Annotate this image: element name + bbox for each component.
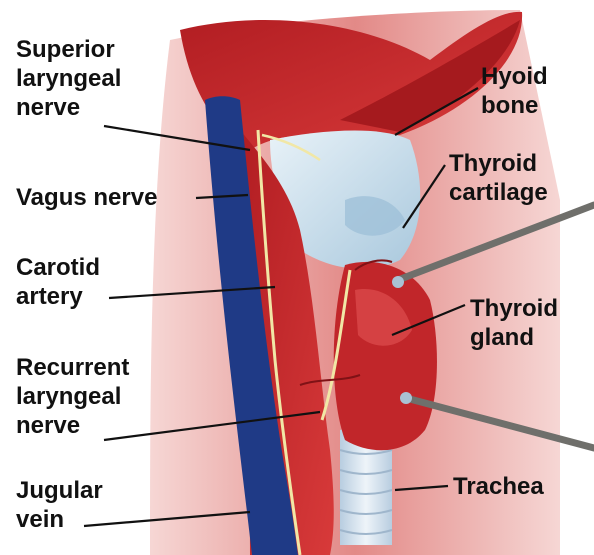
label-line: nerve bbox=[16, 93, 121, 122]
label-thyroid-cartilage: Thyroid cartilage bbox=[449, 149, 548, 207]
label-line: Vagus nerve bbox=[16, 183, 157, 212]
retractor-lower-tip bbox=[400, 392, 412, 404]
label-line: artery bbox=[16, 282, 100, 311]
label-line: cartilage bbox=[449, 178, 548, 207]
label-line: vein bbox=[16, 505, 103, 534]
label-trachea: Trachea bbox=[453, 472, 544, 501]
label-line: Jugular bbox=[16, 476, 103, 505]
label-carotid-artery: Carotid artery bbox=[16, 253, 100, 311]
label-line: nerve bbox=[16, 411, 129, 440]
label-line: Recurrent bbox=[16, 353, 129, 382]
label-line: Trachea bbox=[453, 472, 544, 501]
label-thyroid-gland: Thyroid gland bbox=[470, 294, 558, 352]
label-line: bone bbox=[481, 91, 548, 120]
label-line: Carotid bbox=[16, 253, 100, 282]
label-vagus-nerve: Vagus nerve bbox=[16, 183, 157, 212]
label-jugular-vein: Jugular vein bbox=[16, 476, 103, 534]
label-line: Hyoid bbox=[481, 62, 548, 91]
label-superior-laryngeal-nerve: Superior laryngeal nerve bbox=[16, 35, 121, 122]
label-line: laryngeal bbox=[16, 382, 129, 411]
label-recurrent-laryngeal-nerve: Recurrent laryngeal nerve bbox=[16, 353, 129, 440]
label-line: Thyroid bbox=[470, 294, 558, 323]
label-hyoid-bone: Hyoid bone bbox=[481, 62, 548, 120]
retractor-upper-tip bbox=[392, 276, 404, 288]
label-line: Superior bbox=[16, 35, 121, 64]
label-line: Thyroid bbox=[449, 149, 548, 178]
label-line: gland bbox=[470, 323, 558, 352]
label-line: laryngeal bbox=[16, 64, 121, 93]
thyroid-gland-shape bbox=[334, 262, 437, 450]
